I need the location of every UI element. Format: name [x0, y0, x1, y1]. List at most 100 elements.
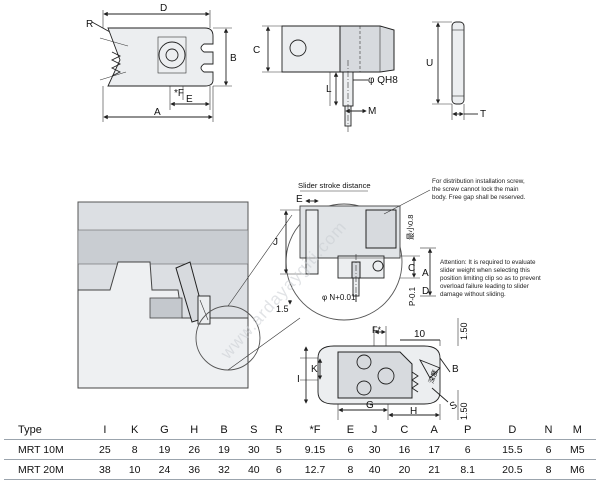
dim-E: E [186, 94, 193, 105]
top-view: D R B *F E A [86, 3, 237, 122]
cell: 19 [209, 439, 239, 460]
dim-N: φ N+0.01 [322, 293, 356, 302]
col-G: G [149, 420, 180, 440]
note-attention-line-1: Attention: It is required to evaluate [440, 259, 536, 266]
dim-Q: φ QH8 [368, 75, 398, 86]
note-attention-line-3: position limiting clip so as to prevent [440, 275, 541, 282]
col-F: *F [288, 420, 342, 440]
dim-assembly-A: A [422, 268, 429, 279]
dim-R: R [86, 19, 93, 30]
cell: 38 [90, 459, 120, 480]
cell: 6 [268, 459, 289, 480]
cell: M5 [558, 439, 596, 460]
cell: 6 [449, 439, 487, 460]
cell: 16 [389, 439, 420, 460]
pin-view: U T [426, 21, 486, 120]
col-C: C [389, 420, 420, 440]
col-I: I [90, 420, 120, 440]
dim-C: C [253, 45, 260, 56]
dim-H: H [410, 406, 417, 417]
col-S: S [238, 420, 269, 440]
col-M: M [558, 420, 596, 440]
cell: 8 [119, 439, 150, 460]
bottom-view: F* 10 1.50 1.50 K I B 深度 G H S [297, 318, 469, 420]
cell: 20.5 [486, 459, 539, 480]
cell: 25 [90, 439, 120, 460]
cell: 40 [359, 459, 390, 480]
cell: 15.5 [486, 439, 539, 460]
dim-J: J [273, 237, 278, 248]
cell: 8.1 [449, 459, 487, 480]
col-type: Type [4, 420, 90, 440]
col-E: E [341, 420, 360, 440]
dim-T: T [480, 109, 486, 120]
dim-bottom-B: B [452, 364, 459, 375]
dim-assembly-D: D [422, 286, 429, 297]
dim-D: D [160, 3, 167, 14]
side-view: C L φ QH8 M [253, 25, 398, 132]
dim-min-08: 最小0.8 [406, 215, 415, 240]
cell: 32 [209, 459, 239, 480]
cell: 8 [341, 459, 360, 480]
cell: 24 [149, 459, 180, 480]
col-K: K [119, 420, 150, 440]
note-screw-line-1: For distribution installation screw, [432, 178, 525, 185]
note-attention-line-4: overload failure leading to slider [440, 283, 529, 290]
col-J: J [359, 420, 390, 440]
dim-10: 10 [414, 329, 426, 340]
note-attention-line-5: damage without sliding. [440, 291, 506, 298]
assembly-view: Slider stroke distance E J C A D P-0.1 最… [77, 178, 541, 389]
table-row: MRT 20M 38 10 24 36 32 40 6 12.7 8 40 20… [4, 459, 596, 480]
cell: 36 [179, 459, 210, 480]
cell-type: MRT 10M [4, 439, 90, 460]
dim-1-50-top: 1.50 [459, 322, 469, 340]
dim-I: I [297, 374, 300, 385]
dim-bottom-F: F* [372, 325, 381, 335]
dim-M: M [368, 106, 376, 117]
cell: 5 [268, 439, 289, 460]
cell: 40 [238, 459, 269, 480]
note-screw-line-3: body. Free gap shall be reserved. [432, 194, 526, 201]
technical-drawing: D R B *F E A C [77, 3, 541, 420]
dim-K: K [311, 364, 318, 375]
col-P: P [449, 420, 487, 440]
dim-U: U [426, 58, 433, 69]
spec-table: Type I K G H B S R *F E J C A P D N M MR… [4, 420, 596, 480]
label-slider-stroke: Slider stroke distance [298, 181, 371, 190]
cell: M6 [558, 459, 596, 480]
col-D: D [486, 420, 539, 440]
cell: 20 [389, 459, 420, 480]
cell-type: MRT 20M [4, 459, 90, 480]
table-row: MRT 10M 25 8 19 26 19 30 5 9.15 6 30 16 … [4, 439, 596, 460]
table-header-row: Type I K G H B S R *F E J C A P D N M [4, 420, 596, 440]
dim-B: B [230, 53, 237, 64]
cell: 26 [179, 439, 210, 460]
cell: 6 [341, 439, 360, 460]
cell: 9.15 [288, 439, 342, 460]
col-A: A [419, 420, 450, 440]
cell: 30 [238, 439, 269, 460]
note-screw-line-2: the screw cannot lock the main [432, 186, 519, 193]
dim-1-5: 1.5 [276, 304, 289, 314]
cell: 10 [119, 459, 150, 480]
note-attention-line-2: slider weight when selecting this [440, 267, 530, 274]
col-R: R [268, 420, 289, 440]
dim-F: *F [174, 88, 184, 99]
dim-A: A [154, 107, 161, 118]
cell: 8 [538, 459, 559, 480]
col-B: B [209, 420, 239, 440]
dim-1-50-bottom: 1.50 [459, 402, 469, 420]
cell: 19 [149, 439, 180, 460]
col-N: N [538, 420, 559, 440]
cell: 12.7 [288, 459, 342, 480]
cell: 30 [359, 439, 390, 460]
cell: 6 [538, 439, 559, 460]
cell: 21 [419, 459, 450, 480]
cell: 17 [419, 439, 450, 460]
dim-assembly-C: C [408, 263, 415, 274]
col-H: H [179, 420, 210, 440]
dim-G: G [366, 400, 374, 411]
dim-L: L [326, 84, 332, 95]
dim-S: S [448, 400, 460, 413]
dim-P: P-0.1 [408, 286, 417, 306]
